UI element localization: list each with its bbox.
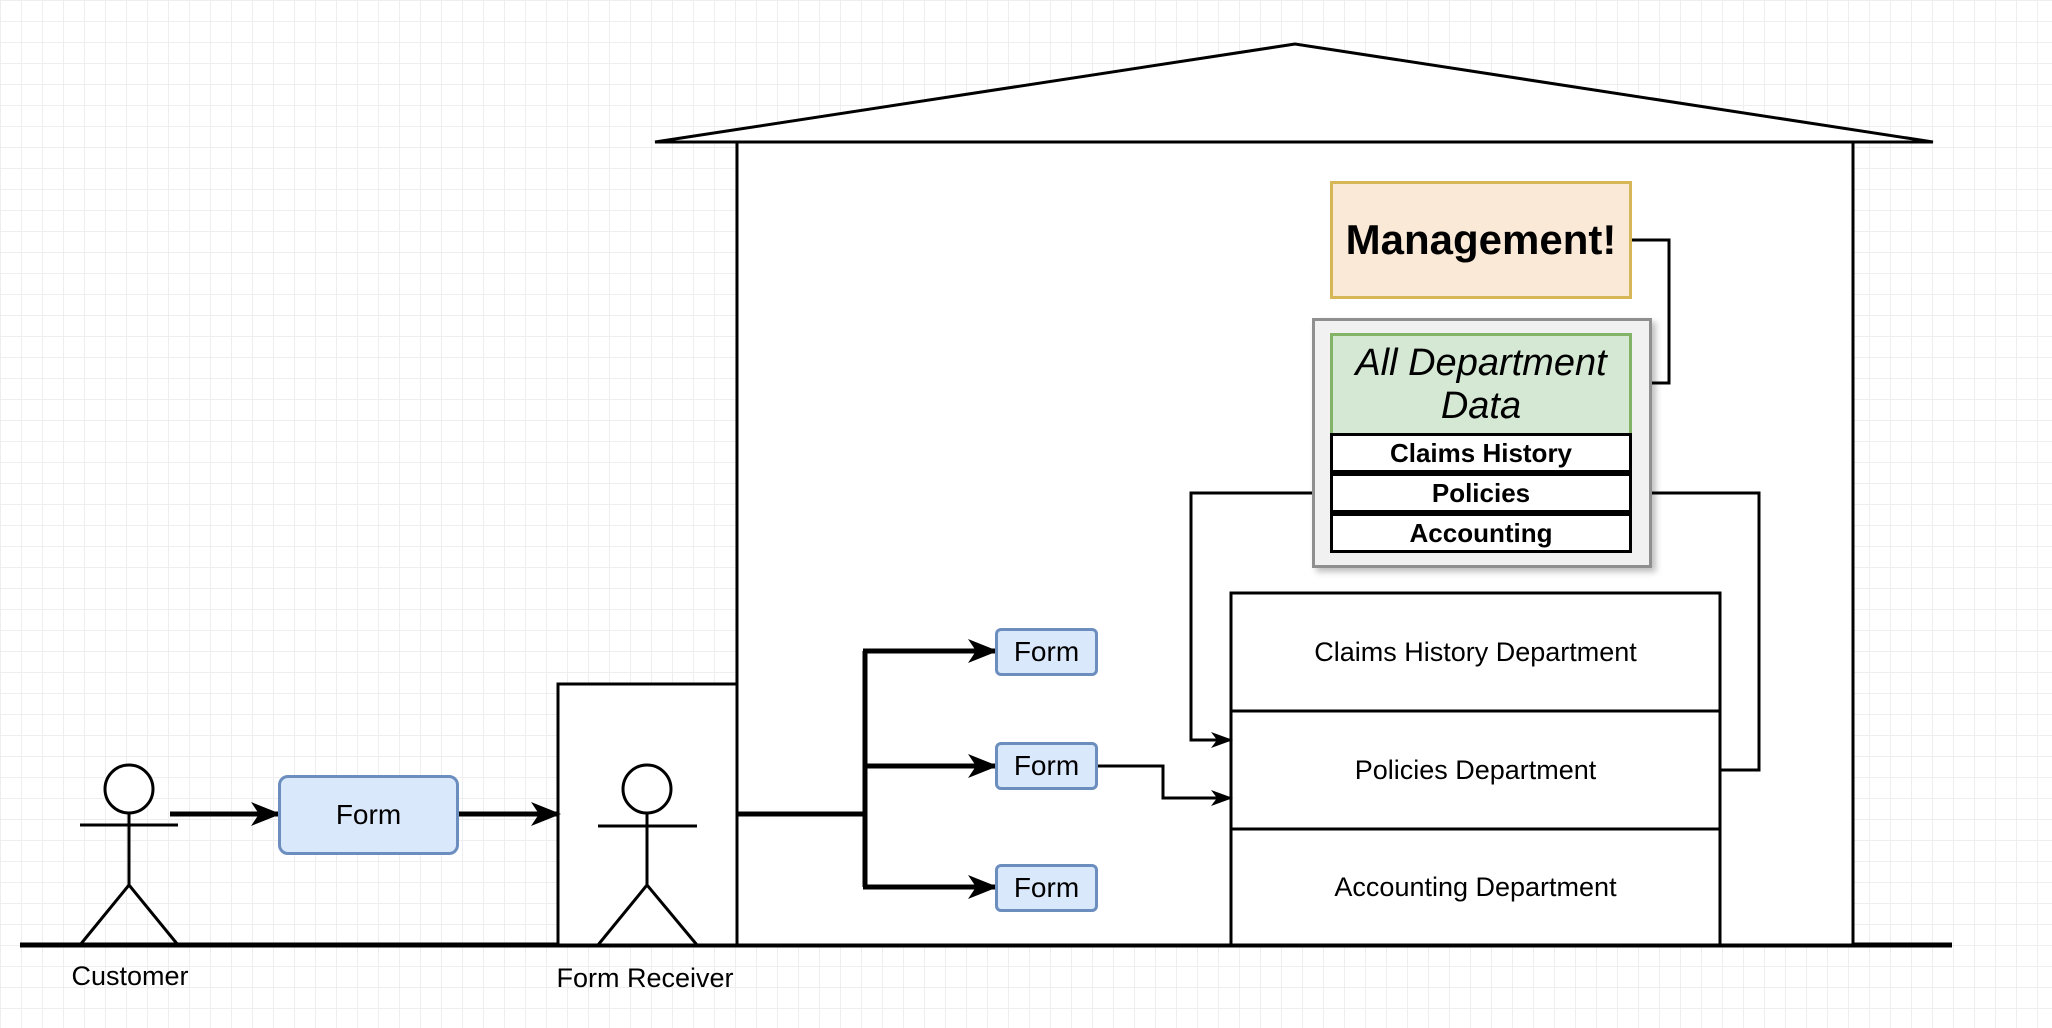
form-receiver-label-text: Form Receiver bbox=[556, 962, 734, 993]
database-header: All Department Data bbox=[1330, 333, 1632, 434]
house-roof bbox=[654, 42, 1934, 144]
management-label: Management! bbox=[1345, 216, 1617, 263]
form-receiver-actor bbox=[596, 763, 699, 946]
database-title-line2: Data bbox=[1440, 385, 1522, 427]
claims-form-box[interactable]: Form bbox=[995, 628, 1098, 676]
db-table-policies[interactable]: Policies bbox=[1330, 473, 1632, 513]
arrow-policies-dept-to-db bbox=[1652, 491, 1761, 772]
policies-form-label: Form bbox=[1013, 750, 1080, 781]
management-box[interactable]: Management! bbox=[1330, 181, 1632, 299]
dept-label: Policies Department bbox=[1354, 754, 1597, 785]
db-table-claims-history[interactable]: Claims History bbox=[1330, 433, 1632, 473]
accounting-form-label: Form bbox=[1013, 872, 1080, 903]
customer-actor bbox=[78, 763, 180, 946]
dept-claims-history[interactable]: Claims History Department bbox=[1231, 593, 1720, 711]
db-table-label: Policies bbox=[1431, 477, 1531, 508]
form-receiver-label: Form Receiver bbox=[538, 960, 752, 996]
db-table-accounting[interactable]: Accounting bbox=[1330, 513, 1632, 553]
claims-form-label: Form bbox=[1013, 636, 1080, 667]
customer-form-box[interactable]: Form bbox=[278, 775, 459, 855]
dept-label: Claims History Department bbox=[1314, 636, 1637, 667]
dept-accounting[interactable]: Accounting Department bbox=[1231, 829, 1720, 945]
customer-form-label: Form bbox=[335, 799, 402, 830]
customer-label-text: Customer bbox=[71, 960, 189, 991]
customer-label: Customer bbox=[50, 958, 210, 994]
departments-stack bbox=[1229, 591, 1722, 947]
arrow-db-to-policies-dept bbox=[1189, 491, 1330, 748]
dept-policies[interactable]: Policies Department bbox=[1231, 711, 1720, 829]
database-title-line1: All Department bbox=[1355, 342, 1607, 384]
dept-label: Accounting Department bbox=[1334, 871, 1617, 902]
distribution-arrows bbox=[737, 639, 998, 899]
policies-form-box[interactable]: Form bbox=[995, 742, 1098, 790]
db-table-label: Claims History bbox=[1389, 437, 1573, 468]
arrow-policies-form-to-dept bbox=[1097, 764, 1233, 806]
accounting-form-box[interactable]: Form bbox=[995, 864, 1098, 912]
db-table-label: Accounting bbox=[1409, 517, 1553, 548]
